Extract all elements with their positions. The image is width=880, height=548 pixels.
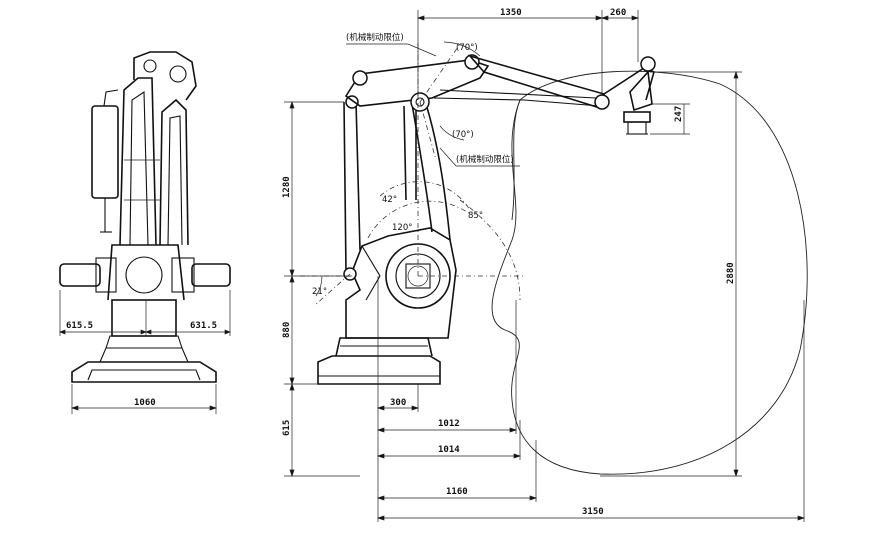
note-limit-top: (机械制动限位) xyxy=(346,32,404,43)
work-envelope xyxy=(491,70,808,475)
angle-120: 120° xyxy=(392,223,412,233)
angle-70-top: (70°) xyxy=(456,43,478,53)
side-rear-link xyxy=(343,101,347,273)
note-limit-mid: (机械制动限位) xyxy=(456,154,514,165)
dim-880: 880 xyxy=(282,322,292,338)
dim-1280: 1280 xyxy=(282,176,292,198)
dim-615: 615 xyxy=(282,420,292,436)
angle-42: 42° xyxy=(382,195,397,205)
dim-1350: 1350 xyxy=(500,8,522,18)
side-cylinder xyxy=(403,105,407,201)
angle-70-mid: (70°) xyxy=(452,130,474,140)
dim-1060: 1060 xyxy=(134,398,156,408)
front-rear-arm xyxy=(159,98,189,246)
front-upper-arm xyxy=(119,77,157,246)
side-front-arm xyxy=(425,103,451,241)
front-view: 615.5 631.5 1060 xyxy=(59,51,231,414)
front-base-ring xyxy=(99,347,189,363)
front-head xyxy=(133,51,197,101)
dim-300: 300 xyxy=(390,398,406,408)
front-column xyxy=(107,244,185,301)
dim-631-5: 631.5 xyxy=(190,321,217,331)
dim-3150: 3150 xyxy=(582,507,604,517)
dim-1160: 1160 xyxy=(446,487,468,497)
dim-615-5: 615.5 xyxy=(66,321,93,331)
side-turret xyxy=(345,227,457,339)
side-forearm xyxy=(467,54,605,110)
dim-1014: 1014 xyxy=(438,445,460,455)
angle-85: 85° xyxy=(468,211,483,221)
front-cylinder xyxy=(91,105,119,199)
dim-260: 260 xyxy=(610,8,626,18)
dim-2880: 2880 xyxy=(726,262,736,284)
dim-1012: 1012 xyxy=(438,419,460,429)
front-base-plate xyxy=(71,361,217,383)
front-turntable xyxy=(111,299,177,337)
side-base-plate xyxy=(317,355,441,385)
angle-21: 21° xyxy=(312,287,327,297)
side-base-ring xyxy=(335,337,433,357)
front-right-motor xyxy=(191,263,231,287)
dim-247: 247 xyxy=(674,106,684,122)
side-flange xyxy=(623,111,651,123)
side-view: (70°) (70°) 42° 120° 85° 21° (机械制动限位) (机… xyxy=(282,8,808,522)
front-left-motor xyxy=(59,263,101,287)
